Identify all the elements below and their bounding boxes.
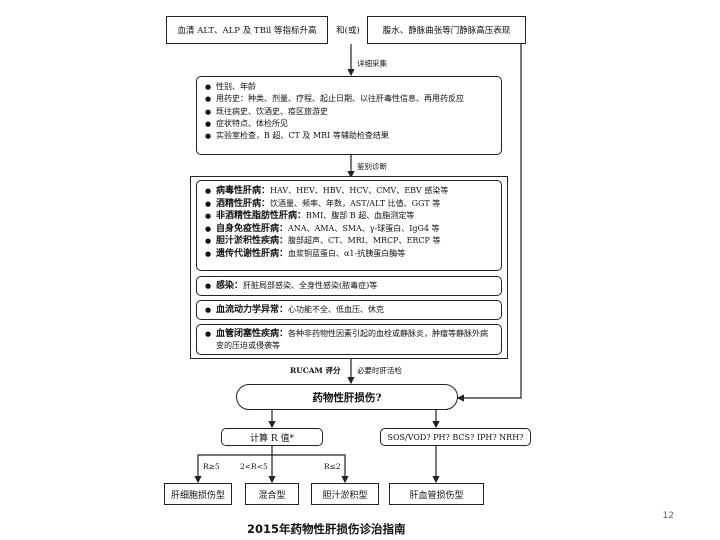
step-label-biopsy: 必要时肝活检 xyxy=(356,365,403,376)
diff-item: 遗传代谢性肝病：血浆铜蓝蛋白、α1-抗胰蛋白酶等 xyxy=(205,248,495,261)
diff-item: 胆汁淤积性疾病：腹部超声、CT、MRI、MRCP、ERCP 等 xyxy=(205,235,495,248)
portal-hypertension-box: 腹水、静脉曲张等门静脉高压表现 xyxy=(367,16,526,44)
history-box: 性别、年龄 用药史：种类、剂量、疗程、起止日期、以往肝毒性信息、再用药反应 既往… xyxy=(196,76,502,155)
hemodynamic-item: 血流动力学异常：心功能不全、低血压、休克 xyxy=(205,304,495,317)
calc-r-text: 计算 R 值* xyxy=(250,433,294,444)
infection-item: 感染：肝脏局部感染、全身性感染(脓毒症)等 xyxy=(205,280,495,293)
diff-item: 酒精性肝病：饮酒量、频率、年数，AST/ALT 比值、GGT 等 xyxy=(205,198,495,211)
r-label-high: R≥5 xyxy=(202,462,221,471)
outcome-vascular-injury: 肝血管损伤型 xyxy=(389,483,484,505)
history-item: 实验室检查，B 超、CT 及 MRI 等辅助检查结果 xyxy=(205,130,495,143)
lab-abnormal-text: 血清 ALT、ALP 及 TBil 等指标升高 xyxy=(177,26,317,36)
step-label-collect: 详细采集 xyxy=(356,58,388,69)
outcome-hepatocellular: 肝细胞损伤型 xyxy=(164,483,232,505)
dili-question-box: 药物性肝损伤? xyxy=(236,384,458,410)
history-list: 性别、年龄 用药史：种类、剂量、疗程、起止日期、以往肝毒性信息、再用药反应 既往… xyxy=(197,77,501,143)
step-label-differential: 鉴别诊断 xyxy=(356,161,388,172)
vascular-disease-question-text: SOS/VOD? PH? BCS? IPH? NRH? xyxy=(387,432,524,442)
lab-abnormal-box: 血清 ALT、ALP 及 TBil 等指标升高 xyxy=(166,16,328,44)
diff-item: 病毒性肝病：HAV、HEV、HBV、HCV、CMV、EBV 感染等 xyxy=(205,185,495,198)
outcome-mixed: 混合型 xyxy=(245,483,299,505)
step-label-rucam: RUCAM 评分 xyxy=(289,365,342,376)
arrow-to-hepatocellular xyxy=(194,446,273,484)
figure-caption: 2015年药物性肝损伤诊治指南 xyxy=(247,522,406,536)
differential-list: 病毒性肝病：HAV、HEV、HBV、HCV、CMV、EBV 感染等 酒精性肝病：… xyxy=(197,181,501,261)
history-item: 症状特点、体检所见 xyxy=(205,118,495,131)
history-item: 性别、年龄 xyxy=(205,81,495,94)
outcome-cholestatic: 胆汁淤积型 xyxy=(311,483,379,505)
differential-box: 病毒性肝病：HAV、HEV、HBV、HCV、CMV、EBV 感染等 酒精性肝病：… xyxy=(196,180,502,271)
r-label-low: R≤2 xyxy=(323,462,342,471)
arrow-right-side xyxy=(456,44,522,402)
infection-box: 感染：肝脏局部感染、全身性感染(脓毒症)等 xyxy=(196,276,502,296)
calc-r-box: 计算 R 值* xyxy=(221,428,323,446)
vascular-occlusion-box: 血管闭塞性疾病：各种非药物性因素引起的血栓或静脉炎，肿瘤等静脉外病变的压迫或侵袭… xyxy=(196,324,502,355)
history-item: 既往病史、饮酒史、疫区旅游史 xyxy=(205,106,495,119)
dili-question-text: 药物性肝损伤? xyxy=(312,391,382,404)
vascular-disease-question-box: SOS/VOD? PH? BCS? IPH? NRH? xyxy=(380,428,531,446)
and-or-connector: 和(或) xyxy=(336,26,360,36)
hemodynamic-box: 血流动力学异常：心功能不全、低血压、休克 xyxy=(196,300,502,320)
portal-hypertension-text: 腹水、静脉曲张等门静脉高压表现 xyxy=(382,26,511,36)
r-label-mid: 2<R<5 xyxy=(239,462,269,471)
page-number: 12 xyxy=(662,511,674,521)
arrow-to-cholestatic xyxy=(272,454,349,484)
diff-item: 非酒精性脂肪性肝病：BMI、腹部 B 超、血脂测定等 xyxy=(205,210,495,223)
diff-item: 自身免疫性肝病：ANA、AMA、SMA、γ-球蛋白、IgG4 等 xyxy=(205,223,495,236)
history-item: 用药史：种类、剂量、疗程、起止日期、以往肝毒性信息、再用药反应 xyxy=(205,93,495,106)
vascular-occlusion-item: 血管闭塞性疾病：各种非药物性因素引起的血栓或静脉炎，肿瘤等静脉外病变的压迫或侵袭… xyxy=(205,328,495,353)
